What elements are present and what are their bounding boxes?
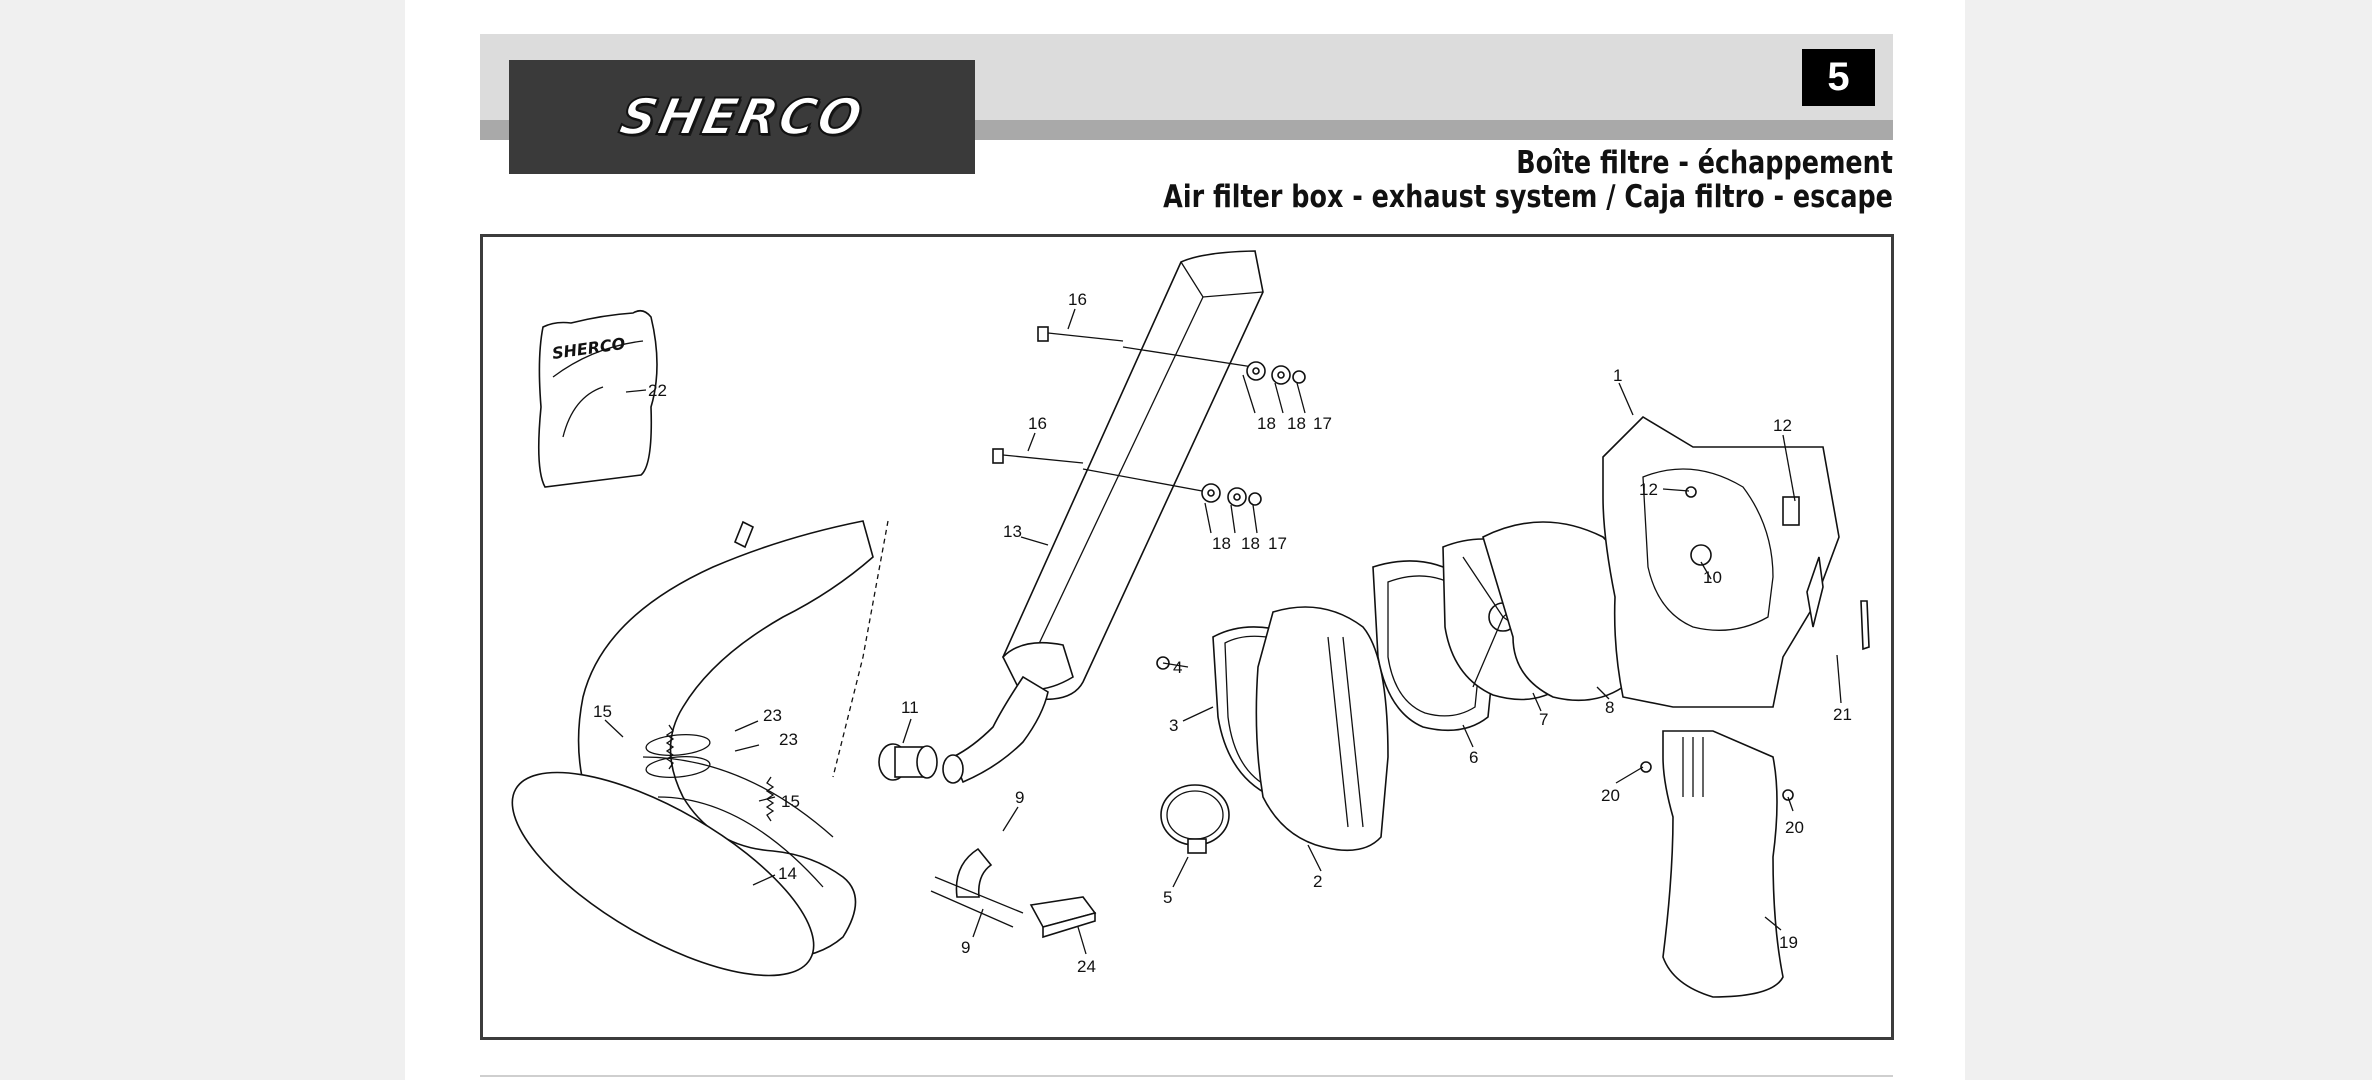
part-9-hoses <box>930 847 1024 928</box>
callout-15a: 15 <box>593 702 612 721</box>
part-24-valve <box>1029 896 1097 939</box>
part-5-clamp <box>1160 784 1230 854</box>
callout-18d: 18 <box>1241 534 1260 553</box>
callout-20b: 20 <box>1785 818 1804 837</box>
part-16-bolts <box>992 326 1254 494</box>
callout-15b: 15 <box>781 792 800 811</box>
callout-18c: 18 <box>1212 534 1231 553</box>
callout-3: 3 <box>1169 716 1178 735</box>
callout-6: 6 <box>1469 748 1478 767</box>
callout-12b: 12 <box>1639 480 1658 499</box>
diagram-svg: SHERCO <box>511 250 1870 998</box>
brand-logo: SHERCO <box>509 60 975 174</box>
callout-9a: 9 <box>1015 788 1024 807</box>
callout-17a: 17 <box>1313 414 1332 433</box>
part-11-sleeve <box>878 743 938 781</box>
callout-2: 2 <box>1313 872 1322 891</box>
part-18-17-hardware <box>1201 361 1306 507</box>
callout-1: 1 <box>1613 366 1622 385</box>
callout-24: 24 <box>1077 957 1096 976</box>
callout-19: 19 <box>1779 933 1798 952</box>
callout-12a: 12 <box>1773 416 1792 435</box>
title-line-1: Boîte filtre - échappement <box>1516 145 1893 181</box>
catalog-page: SHERCO 5 Boîte filtre - échappement Air … <box>405 0 1965 1080</box>
part-2-filter-housing <box>1255 606 1389 852</box>
callout-22: 22 <box>648 381 667 400</box>
callout-16b: 16 <box>1028 414 1047 433</box>
callout-10: 10 <box>1703 568 1722 587</box>
part-19-intake-duct <box>1662 730 1784 998</box>
title-line-2: Air filter box - exhaust system / Caja f… <box>1163 179 1893 215</box>
callout-20a: 20 <box>1601 786 1620 805</box>
callout-17b: 17 <box>1268 534 1287 553</box>
part-1-airbox <box>1602 415 1840 708</box>
callout-21: 21 <box>1833 705 1852 724</box>
callout-16a: 16 <box>1068 290 1087 309</box>
callout-7: 7 <box>1539 710 1548 729</box>
small-screws <box>1156 486 1794 801</box>
brand-logo-text: SHERCO <box>614 87 870 147</box>
callout-13: 13 <box>1003 522 1022 541</box>
callout-18b: 18 <box>1287 414 1306 433</box>
callout-23a: 23 <box>763 706 782 725</box>
callout-9b: 9 <box>961 938 970 957</box>
part-22-bag: SHERCO <box>537 309 658 488</box>
callout-labels: 16 16 18 18 17 18 18 17 13 22 1 12 12 10… <box>593 290 1852 976</box>
part-14-exhaust-pipe <box>511 520 889 977</box>
part-21 <box>1860 600 1870 651</box>
callout-5: 5 <box>1163 888 1172 907</box>
leader-lines <box>604 308 1842 955</box>
exploded-parts-diagram: SHERCO <box>480 234 1894 1040</box>
callout-8: 8 <box>1605 698 1614 717</box>
callout-18a: 18 <box>1257 414 1276 433</box>
callout-14: 14 <box>778 864 797 883</box>
next-section-rule <box>480 1075 1893 1077</box>
callout-23b: 23 <box>779 730 798 749</box>
callout-4: 4 <box>1173 658 1182 677</box>
page-number: 5 <box>1802 49 1875 106</box>
page-title: Boîte filtre - échappement Air filter bo… <box>1003 146 1893 214</box>
part-13-silencer <box>942 250 1264 784</box>
callout-11: 11 <box>901 698 919 717</box>
part-23-rings <box>645 734 711 778</box>
